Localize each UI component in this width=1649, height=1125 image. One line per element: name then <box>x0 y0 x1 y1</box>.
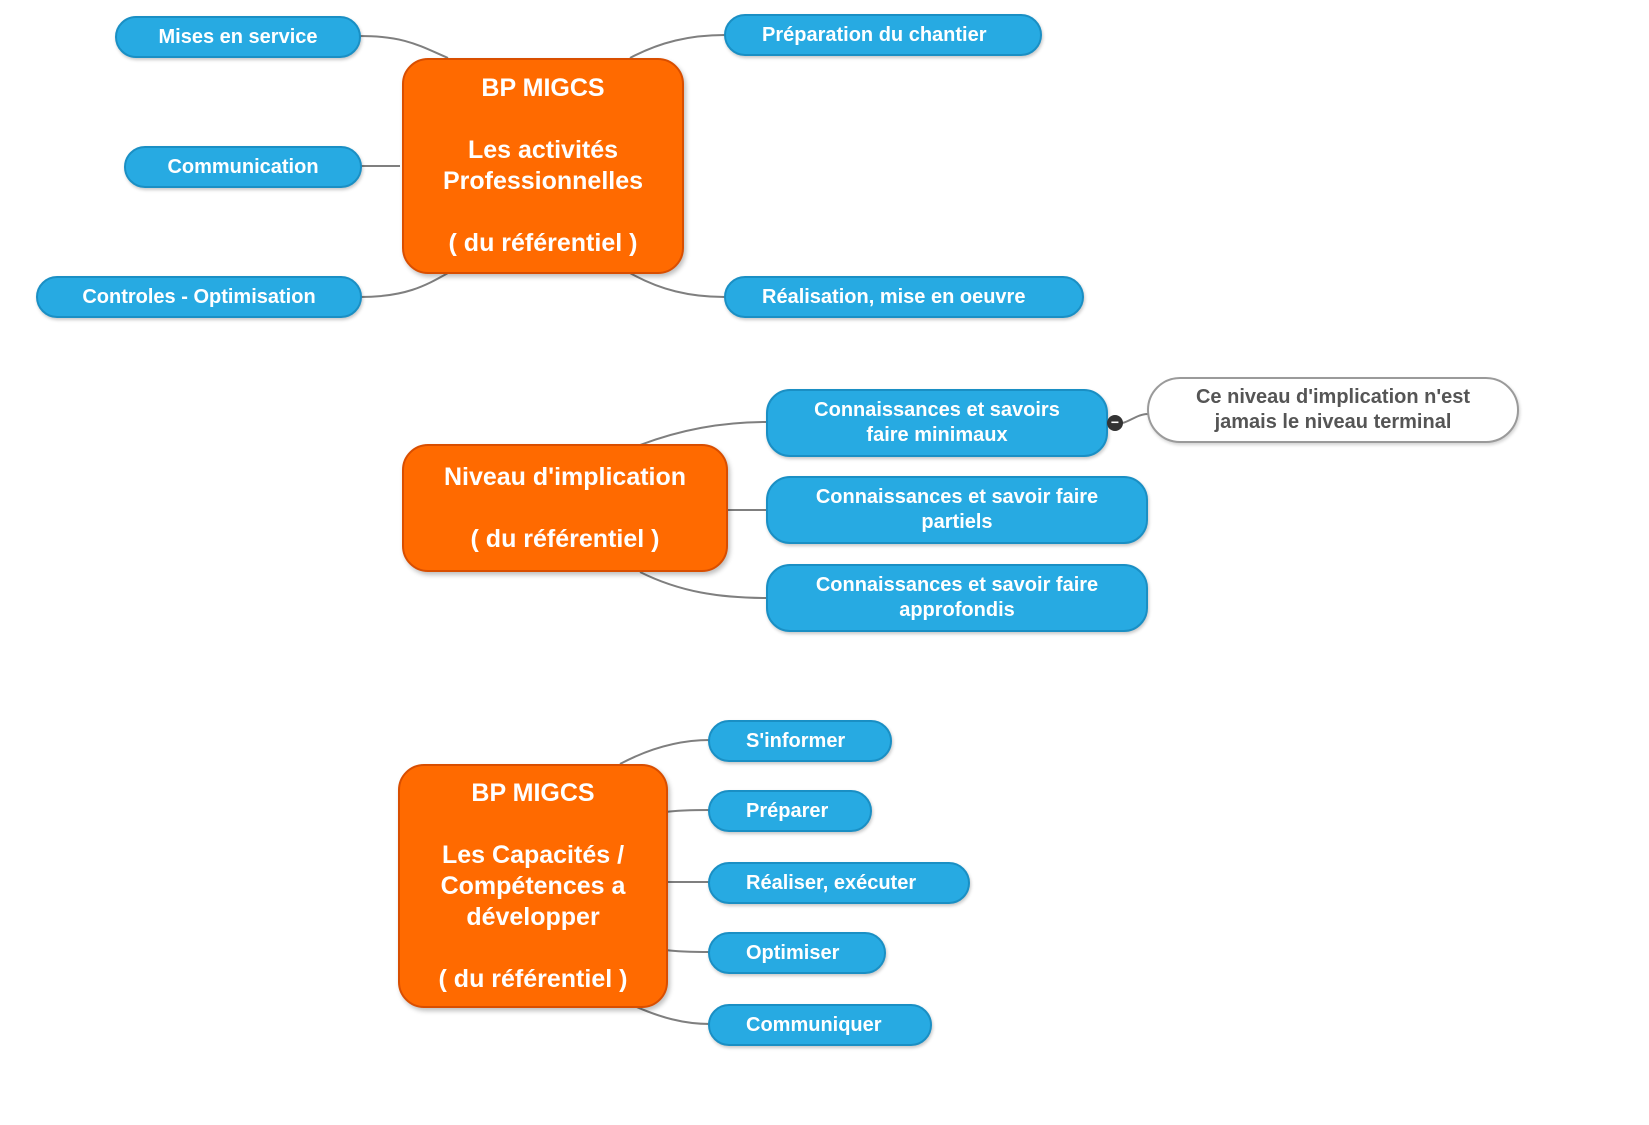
connector-optimiser <box>665 949 711 953</box>
central-topic-capacites[interactable]: BP MIGCS Les Capacités / Compétences a d… <box>398 764 668 1008</box>
topic-communiquer[interactable]: Communiquer <box>708 1004 932 1046</box>
connector-realisation <box>629 272 726 298</box>
note-text: Ce niveau d'implication n'est jamais le … <box>1196 385 1470 435</box>
topic-label-line: faire minimaux <box>866 424 1008 446</box>
topic-preparer[interactable]: Préparer <box>708 790 872 832</box>
central-topic-activites[interactable]: BP MIGCS Les activités Professionnelles … <box>402 58 684 274</box>
collapse-toggle-icon[interactable]: − <box>1107 415 1123 431</box>
topic-connaissances-approfondis[interactable]: Connaissances et savoir faire approfondi… <box>766 564 1148 632</box>
central-title: Niveau d'implication <box>443 462 687 491</box>
topic-label: Réaliser, exécuter <box>746 871 917 894</box>
topic-label: Préparer <box>746 799 829 822</box>
topic-label-line: Connaissances et savoirs <box>814 399 1060 421</box>
note-text-line: Ce niveau d'implication n'est <box>1195 386 1470 408</box>
central-line: Professionnelles <box>442 167 644 195</box>
topic-connaissances-minimaux[interactable]: Connaissances et savoirs faire minimaux <box>766 389 1108 457</box>
topic-connaissances-partiels[interactable]: Connaissances et savoir faire partiels <box>766 476 1148 544</box>
topic-realiser-executer[interactable]: Réaliser, exécuter <box>708 862 970 904</box>
central-line: Les Capacités / <box>441 840 625 869</box>
connector-preparer <box>665 809 711 813</box>
central-line: développer <box>466 902 600 931</box>
topic-optimiser[interactable]: Optimiser <box>708 932 886 974</box>
central-line: Compétences a <box>440 871 626 900</box>
topic-label: Connaissances et savoir faire approfondi… <box>816 573 1098 623</box>
topic-label-line: Connaissances et savoir faire <box>815 574 1099 596</box>
topic-communication[interactable]: Communication <box>124 146 362 188</box>
central-line: ( du référentiel ) <box>470 524 660 553</box>
topic-controles-optimisation[interactable]: Controles - Optimisation <box>36 276 362 318</box>
topic-preparation-chantier[interactable]: Préparation du chantier <box>724 14 1042 56</box>
central-line: ( du référentiel ) <box>438 964 628 993</box>
central-line: ( du référentiel ) <box>448 229 638 257</box>
topic-label: Réalisation, mise en oeuvre <box>762 285 1026 308</box>
topic-label: Controles - Optimisation <box>82 285 316 308</box>
topic-realisation[interactable]: Réalisation, mise en oeuvre <box>724 276 1084 318</box>
note-callout[interactable]: Ce niveau d'implication n'est jamais le … <box>1147 377 1519 443</box>
connector-connaissances-approfondis <box>639 571 769 599</box>
collapse-symbol: − <box>1110 414 1120 430</box>
connector-s-informer <box>619 739 711 765</box>
central-line: Les activités <box>467 136 619 164</box>
central-title: BP MIGCS <box>481 74 605 102</box>
topic-label-line: partiels <box>921 511 993 533</box>
connector-controles-optimisation <box>359 272 449 298</box>
connector-connaissances-minimaux <box>639 421 769 446</box>
topic-label-line: approfondis <box>899 599 1015 621</box>
central-title: BP MIGCS <box>471 778 595 807</box>
connector-mises-en-service <box>359 35 449 59</box>
topic-s-informer[interactable]: S'informer <box>708 720 892 762</box>
topic-label-line: Connaissances et savoir faire <box>815 486 1099 508</box>
topic-label: Préparation du chantier <box>762 23 987 46</box>
topic-label: Communication <box>167 155 319 178</box>
note-text-line: jamais le niveau terminal <box>1214 411 1452 433</box>
topic-mises-en-service[interactable]: Mises en service <box>115 16 361 58</box>
topic-label: Optimiser <box>746 941 840 964</box>
topic-label: Communiquer <box>746 1013 882 1036</box>
topic-label: Connaissances et savoirs faire minimaux <box>814 398 1060 448</box>
topic-label: S'informer <box>746 729 846 752</box>
connector-preparation-chantier <box>629 34 726 59</box>
topic-label: Mises en service <box>158 25 318 48</box>
topic-label: Connaissances et savoir faire partiels <box>816 485 1098 535</box>
central-topic-niveau-implication[interactable]: Niveau d'implication ( du référentiel ) <box>402 444 728 572</box>
